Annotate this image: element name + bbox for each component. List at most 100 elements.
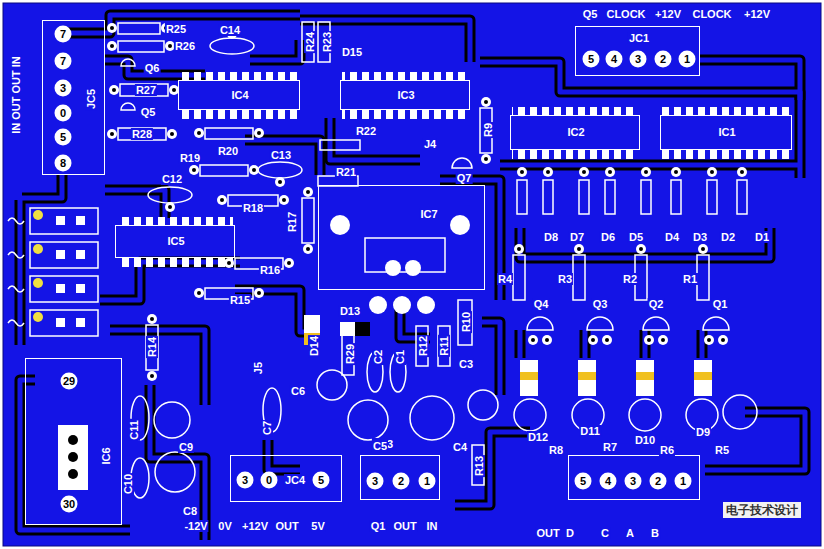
resistor-symbol [458, 300, 472, 345]
silkscreen-label: OUT [392, 520, 417, 532]
diode-symbol [636, 372, 654, 380]
silkscreen-label: Q7 [456, 172, 473, 184]
silkscreen-label: C8 [182, 505, 198, 517]
silkscreen-label: C10 [122, 473, 134, 495]
terminal-block [33, 312, 43, 322]
solder-pad [718, 335, 728, 345]
part-name: IC2 [566, 126, 585, 138]
silkscreen-label: R29 [344, 343, 356, 365]
silkscreen-label: R27 [135, 84, 157, 96]
ic-pin-row [512, 150, 638, 159]
solder-pad [303, 244, 313, 254]
silkscreen-label: R22 [355, 125, 377, 137]
transistor-symbol [452, 158, 472, 168]
connector-outline: JC5773058 [42, 20, 105, 175]
transistor-symbol [703, 317, 729, 330]
terminal-block [30, 208, 98, 336]
solder-pad [249, 165, 259, 175]
part-name: JC1 [628, 32, 650, 44]
diode-symbol [578, 360, 596, 396]
diode-symbol [694, 372, 712, 380]
pin-number: 5 [575, 473, 592, 490]
silkscreen-label: C1 [394, 349, 406, 365]
terminal-block [76, 284, 85, 293]
pin-number: 5 [583, 51, 600, 68]
silkscreen-label: C12 [161, 173, 183, 185]
ic-pin-row [117, 72, 790, 267]
pin-number: 3 [625, 473, 642, 490]
silkscreen-label: IN OUT OUT IN [10, 55, 22, 135]
silkscreen-label: R10 [460, 311, 472, 333]
solder-pad [284, 258, 294, 268]
silkscreen-label: D1 [754, 231, 770, 243]
ic-outline: IC1 [660, 115, 792, 150]
resistor-symbol [302, 198, 314, 243]
silkscreen-label: C2 [372, 349, 384, 365]
regulator-body [405, 260, 421, 276]
silkscreen-label: R20 [217, 145, 239, 157]
trace-gap [20, 15, 805, 540]
diode-symbol [694, 360, 712, 396]
terminal-block [76, 250, 85, 259]
silkscreen-label: R7 [602, 441, 618, 453]
pin-number: 3 [630, 51, 647, 68]
capacitor-symbol [317, 370, 347, 400]
silkscreen-label: C4 [452, 441, 468, 453]
resistor-symbol [697, 255, 709, 300]
solder-pad [658, 335, 668, 345]
silkscreen-label: R5 [714, 444, 730, 456]
resistor-symbol [118, 41, 164, 52]
silkscreen-label: R23 [321, 31, 333, 53]
capacitor-symbol [723, 395, 757, 429]
pin-number: 30 [61, 496, 78, 513]
pin-number: 1 [679, 51, 696, 68]
silkscreen-label: +12V [743, 8, 771, 20]
silkscreen-label: C [600, 527, 610, 539]
ic-outline: IC3 [340, 80, 470, 110]
silkscreen-label: Q5 [140, 106, 157, 118]
connector-outline: 29IC630 [25, 358, 122, 525]
silkscreen-label: C9 [178, 441, 194, 453]
silkscreen-label: R28 [131, 128, 153, 140]
silkscreen-label: C14 [219, 24, 241, 36]
silkscreen-label: IN [426, 520, 439, 532]
silkscreen-label: OUT [274, 520, 299, 532]
resistor-symbol [737, 180, 747, 214]
ic-pin-row [180, 110, 298, 119]
part-name: IC5 [166, 235, 185, 247]
resistor-symbol [120, 84, 168, 96]
connector-outline: JC3321 [360, 455, 440, 500]
solder-pad [605, 167, 615, 177]
wave-symbol [8, 286, 24, 292]
solder-pad [517, 167, 527, 177]
silkscreen-label: R26 [174, 40, 196, 52]
part-name: IC3 [396, 89, 415, 101]
resistor-symbol [641, 180, 651, 214]
terminal-block [30, 208, 98, 234]
silkscreen-label: R14 [146, 336, 158, 358]
solder-pad [737, 167, 747, 177]
terminal-block [56, 284, 65, 293]
regulator-body [393, 296, 411, 314]
silkscreen-label: C5 [372, 440, 388, 452]
terminal-block [30, 276, 98, 302]
solder-pad [107, 129, 117, 139]
resistor-symbol [416, 326, 428, 366]
solder-pad [275, 177, 285, 187]
silkscreen-label: CLOCK [691, 8, 732, 20]
wave-symbol [8, 252, 24, 258]
solder-pad [303, 187, 313, 197]
regulator-body [369, 296, 387, 314]
solder-pad [602, 335, 612, 345]
resistor-symbol [573, 255, 585, 300]
resistor-symbol [707, 180, 717, 214]
silkscreen-label: OUT [535, 527, 560, 539]
solder-pad [189, 165, 199, 175]
silkscreen-label: J5 [252, 361, 264, 375]
resistor-symbol [200, 165, 248, 176]
pin-number: 3 [55, 80, 72, 97]
resistor-symbol [579, 180, 589, 214]
